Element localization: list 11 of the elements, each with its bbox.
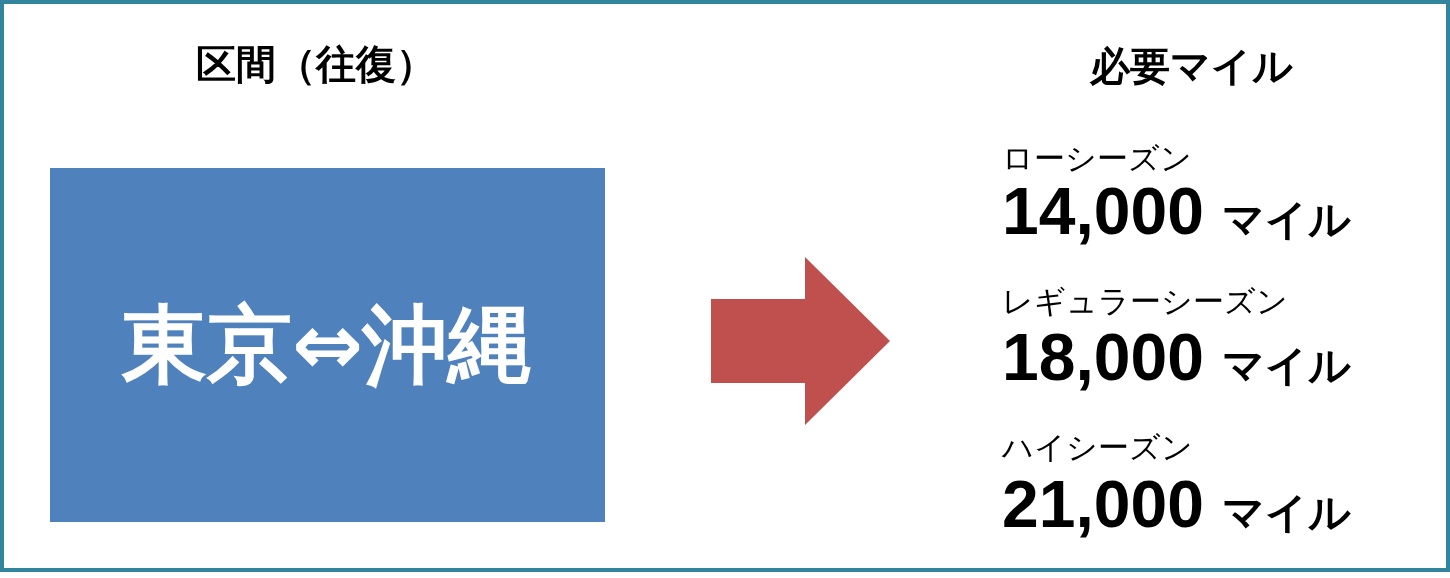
season-name: レギュラーシーズン (1002, 283, 1288, 321)
mile-amount: 21,000 マイル (1002, 471, 1352, 537)
column-heading: 必要マイル (1089, 42, 1293, 90)
season-name: ローシーズン (1002, 140, 1192, 178)
route-text: 東京⇔沖縄 (121, 298, 534, 392)
column-heading: 区間（往復） (196, 40, 436, 88)
block-arrow (711, 257, 890, 425)
mile-amount: 14,000 マイル (1002, 178, 1352, 244)
route-box (50, 168, 605, 522)
mile-amount: 18,000 マイル (1002, 324, 1352, 390)
season-name: ハイシーズン (1002, 429, 1193, 467)
